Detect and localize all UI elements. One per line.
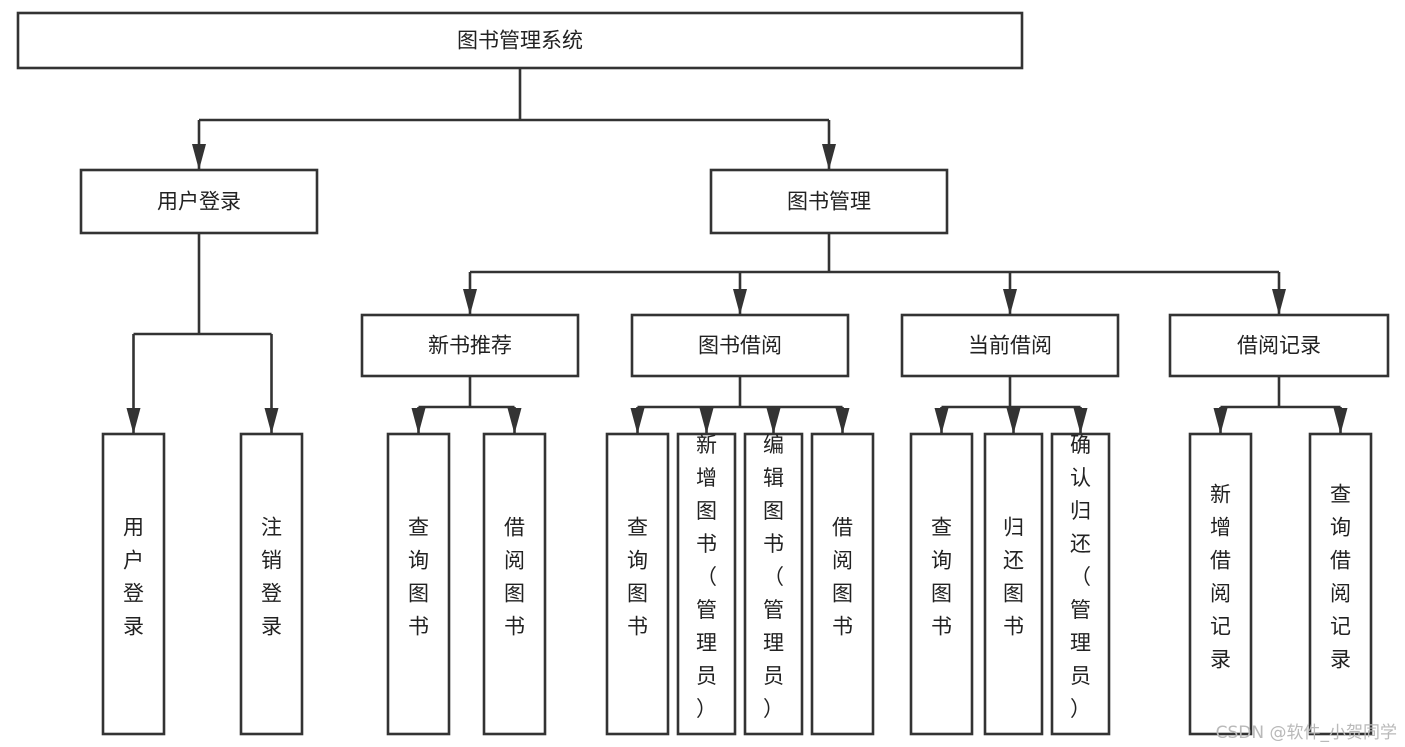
arrow-head-icon <box>766 408 781 434</box>
arrow-head-icon <box>630 408 645 434</box>
node-leaf-query-book-cur[interactable]: 查询图书 <box>909 432 974 736</box>
node-label-leaf-return-book: 归还图书 <box>1003 516 1024 639</box>
arrow-head-icon <box>1333 408 1348 434</box>
arrow-head-icon <box>1213 408 1228 434</box>
node-label-leaf-borrow-book: 借阅图书 <box>832 516 853 639</box>
node-box-current-borrow <box>900 313 1120 378</box>
node-box-leaf-query-book-rec <box>386 432 451 736</box>
connectors-layer <box>126 68 1348 434</box>
node-box-new-book-recommend <box>360 313 580 378</box>
node-leaf-user-login[interactable]: 用户登录 <box>101 432 166 736</box>
arrow-head-icon <box>264 408 279 434</box>
node-label-book-manage: 图书管理 <box>787 190 871 214</box>
arrow-head-icon <box>1272 289 1286 315</box>
arrow-head-icon <box>1073 408 1088 434</box>
node-box-leaf-confirm-return <box>1050 432 1111 736</box>
arrow-head-icon <box>192 144 206 170</box>
node-box-leaf-query-record <box>1308 432 1373 736</box>
arrow-head-icon <box>934 408 949 434</box>
arrow-head-icon <box>1006 408 1021 434</box>
node-box-borrow-record <box>1168 313 1390 378</box>
node-label-borrow-record: 借阅记录 <box>1237 334 1321 358</box>
node-borrow-record[interactable]: 借阅记录 <box>1168 313 1390 378</box>
node-leaf-borrow-book-rec[interactable]: 借阅图书 <box>482 432 547 736</box>
node-box-leaf-query-book-borrow <box>605 432 670 736</box>
node-box-leaf-borrow-book <box>810 432 875 736</box>
node-label-leaf-query-book-cur: 查询图书 <box>931 516 952 639</box>
node-leaf-add-record[interactable]: 新增借阅记录 <box>1188 432 1253 736</box>
node-leaf-add-book[interactable]: 新增图书（管理员） <box>676 432 737 736</box>
node-label-current-borrow: 当前借阅 <box>968 334 1052 358</box>
node-label-leaf-query-book-borrow: 查询图书 <box>627 516 648 639</box>
arrow-head-icon <box>1003 289 1017 315</box>
arrow-head-icon <box>699 408 714 434</box>
node-label-leaf-borrow-book-rec: 借阅图书 <box>504 516 525 639</box>
arrow-head-icon <box>126 408 141 434</box>
node-root[interactable]: 图书管理系统 <box>16 11 1024 70</box>
node-box-leaf-edit-book <box>743 432 804 736</box>
node-label-leaf-add-book: 新增图书（管理员） <box>696 433 717 721</box>
node-leaf-return-book[interactable]: 归还图书 <box>983 432 1044 736</box>
nodes-layer: 图书管理系统用户登录图书管理新书推荐图书借阅当前借阅借阅记录用户登录注销登录查询… <box>16 11 1390 736</box>
node-current-borrow[interactable]: 当前借阅 <box>900 313 1120 378</box>
node-box-leaf-query-book-cur <box>909 432 974 736</box>
arrow-head-icon <box>411 408 426 434</box>
node-box-leaf-return-book <box>983 432 1044 736</box>
node-label-leaf-confirm-return: 确认归还（管理员） <box>1070 433 1091 721</box>
node-box-leaf-user-login <box>101 432 166 736</box>
node-box-leaf-add-book <box>676 432 737 736</box>
node-label-user-login: 用户登录 <box>157 190 241 214</box>
arrow-head-icon <box>733 289 747 315</box>
node-box-leaf-add-record <box>1188 432 1253 736</box>
node-leaf-user-logout[interactable]: 注销登录 <box>239 432 304 736</box>
node-label-leaf-add-record: 新增借阅记录 <box>1210 483 1231 672</box>
node-box-leaf-borrow-book-rec <box>482 432 547 736</box>
node-book-manage[interactable]: 图书管理 <box>709 168 949 235</box>
node-leaf-edit-book[interactable]: 编辑图书（管理员） <box>743 432 804 736</box>
node-label-leaf-user-logout: 注销登录 <box>261 516 282 639</box>
node-leaf-confirm-return[interactable]: 确认归还（管理员） <box>1050 432 1111 736</box>
node-label-leaf-user-login: 用户登录 <box>123 516 144 639</box>
arrow-head-icon <box>507 408 522 434</box>
node-label-leaf-query-book-rec: 查询图书 <box>408 516 429 639</box>
node-leaf-query-book-rec[interactable]: 查询图书 <box>386 432 451 736</box>
node-label-book-borrow: 图书借阅 <box>698 334 782 358</box>
csdn-watermark: CSDN @软件_小贺同学 <box>1215 723 1397 743</box>
node-box-user-login <box>79 168 319 235</box>
node-leaf-query-record[interactable]: 查询借阅记录 <box>1308 432 1373 736</box>
node-label-leaf-edit-book: 编辑图书（管理员） <box>763 433 784 721</box>
arrow-head-icon <box>463 289 477 315</box>
node-label-new-book-recommend: 新书推荐 <box>428 334 512 358</box>
node-leaf-query-book-borrow[interactable]: 查询图书 <box>605 432 670 736</box>
node-leaf-borrow-book[interactable]: 借阅图书 <box>810 432 875 736</box>
node-label-root: 图书管理系统 <box>457 29 583 53</box>
node-user-login[interactable]: 用户登录 <box>79 168 319 235</box>
node-new-book-recommend[interactable]: 新书推荐 <box>360 313 580 378</box>
arrow-head-icon <box>835 408 850 434</box>
node-book-borrow[interactable]: 图书借阅 <box>630 313 850 378</box>
node-box-book-borrow <box>630 313 850 378</box>
arrow-head-icon <box>822 144 836 170</box>
node-label-leaf-query-record: 查询借阅记录 <box>1330 483 1351 672</box>
node-box-leaf-user-logout <box>239 432 304 736</box>
node-box-book-manage <box>709 168 949 235</box>
node-box-root <box>16 11 1024 70</box>
